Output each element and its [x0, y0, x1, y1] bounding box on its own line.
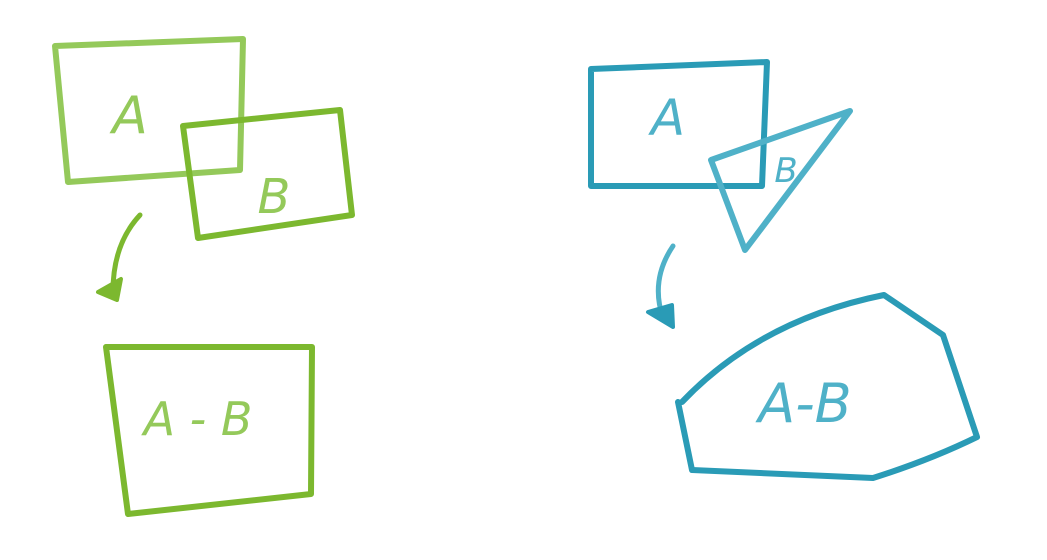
right-label-b: B — [774, 151, 797, 191]
right-result-polygon — [675, 292, 980, 481]
left-label-a: A — [109, 86, 148, 146]
right-triangle-b — [708, 108, 853, 253]
right-result-label: A-B — [755, 372, 851, 435]
right-arrow-head — [646, 303, 675, 329]
left-rect-a — [52, 36, 246, 185]
left-result-rect — [103, 344, 315, 517]
right-example: A B A-B — [588, 59, 980, 481]
left-rect-b — [180, 107, 355, 241]
left-example: A B A - B — [52, 36, 355, 517]
left-result-label: A - B — [141, 392, 253, 446]
right-rect-a — [588, 59, 770, 189]
left-arrow-head — [96, 277, 123, 302]
left-label-b: B — [258, 169, 291, 225]
right-label-a: A — [648, 89, 685, 147]
